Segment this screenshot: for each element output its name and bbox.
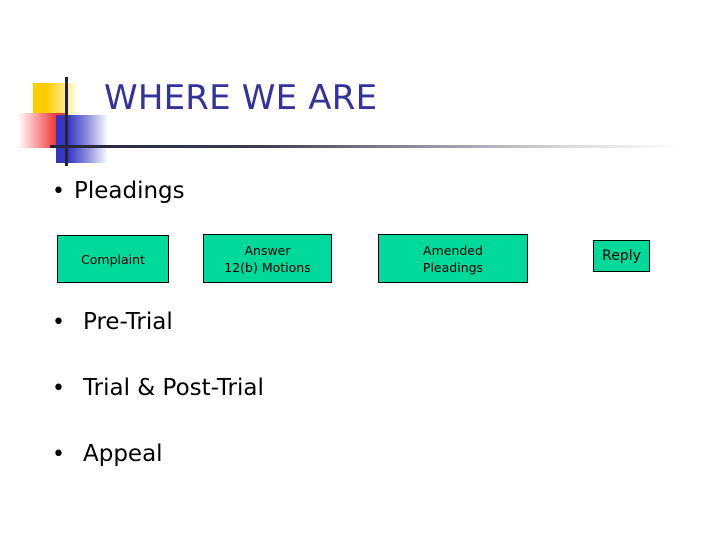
process-box-label: Reply xyxy=(602,247,641,264)
bullet-item-pleadings: • Pleadings xyxy=(52,180,185,203)
yellow-square-decor xyxy=(33,83,79,121)
bullet-item-appeal: • Appeal xyxy=(52,443,163,466)
process-box-answer: Answer 12(b) Motions xyxy=(203,234,332,283)
process-box-amended-pleadings: Amended Pleadings xyxy=(378,234,528,283)
process-box-label: Answer 12(b) Motions xyxy=(224,242,311,275)
bullet-dot-icon: • xyxy=(52,179,65,204)
bullet-item-trial-post-trial: • Trial & Post-Trial xyxy=(52,377,264,400)
process-box-label: Complaint xyxy=(81,251,145,267)
bullet-dot-icon: • xyxy=(52,310,65,335)
process-box-label: Amended Pleadings xyxy=(422,242,484,275)
red-square-decor xyxy=(18,113,66,148)
bullet-item-pre-trial: • Pre-Trial xyxy=(52,311,173,334)
bullet-label: Pleadings xyxy=(73,178,185,204)
bullet-dot-icon: • xyxy=(52,376,65,401)
bullet-label: Trial & Post-Trial xyxy=(82,375,264,401)
bullet-dot-icon: • xyxy=(52,442,65,467)
vertical-rule-decor xyxy=(65,77,68,166)
process-box-complaint: Complaint xyxy=(57,235,169,283)
horizontal-rule-divider xyxy=(50,145,680,148)
bullet-label: Pre-Trial xyxy=(82,309,173,335)
blue-square-decor xyxy=(56,115,108,163)
bullet-label: Appeal xyxy=(82,441,163,467)
page-title: WHERE WE ARE xyxy=(104,78,378,118)
process-box-reply: Reply xyxy=(593,240,650,272)
